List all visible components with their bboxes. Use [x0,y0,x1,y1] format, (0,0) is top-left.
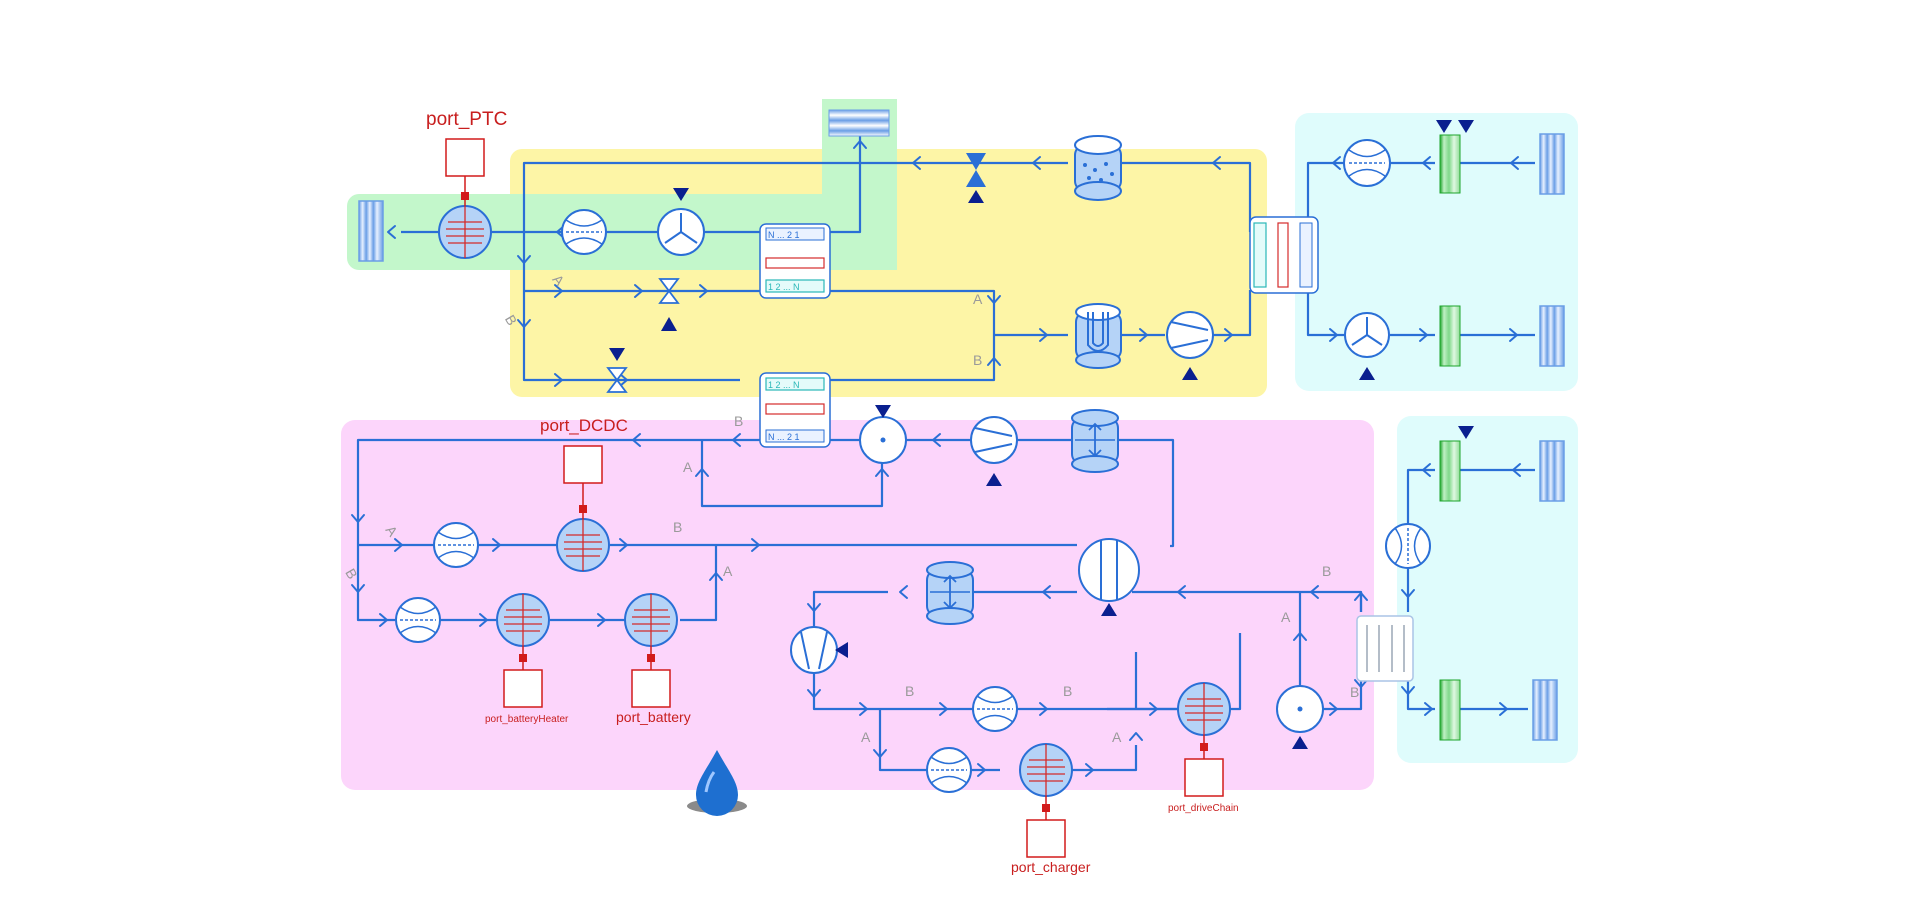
radiator-coolant[interactable] [1356,615,1414,682]
drive-flow-sensor-bottom [926,747,972,793]
battery-flow-sensor-bottom [395,597,441,643]
expansion-valve-mid[interactable] [658,278,680,331]
expansion-tank-top [1071,409,1119,473]
battery-heat-exchanger[interactable] [624,593,678,670]
cabin-fan[interactable] [657,188,705,256]
front-air-boundary-lower-top [1539,440,1565,502]
svg-text:N ... 2 1: N ... 2 1 [768,432,800,442]
drive-chain-heat-exchanger[interactable] [1177,682,1231,759]
dcdc-heat-exchanger[interactable] [556,483,610,572]
front-air-boundary-mid [1539,305,1565,367]
port-letter-b: B [1350,684,1359,700]
port-letter-b: B [673,519,682,535]
front-flow-sensor [1343,139,1391,187]
port-charger-box[interactable] [1026,819,1066,858]
ambient-air-region-top [1295,113,1578,391]
drive-flow-sensor-top [972,686,1018,732]
chiller-heat-exchanger[interactable]: 1 2 ... N N ... 2 1 [759,372,831,448]
front-fan[interactable] [1344,312,1390,380]
charger-heat-exchanger[interactable] [1019,743,1073,820]
refrigerant-pipes [401,125,1535,382]
front-radiator-lower-bottom [1439,679,1461,741]
port-ptc-label: port_PTC [426,109,507,130]
port-battery-heater-box[interactable] [503,669,543,708]
front-flow-sensor-bottom [1385,523,1431,569]
cabin-air-inlet [828,109,890,137]
cabin-air-boundary [358,200,384,262]
ambient-air-region-bottom [1397,416,1578,763]
coolant-heat-exchanger-radiator[interactable] [1078,538,1140,616]
battery-flow-sensor-top [433,522,479,568]
port-battery-heater-label: port_batteryHeater [485,714,569,725]
outer-heat-exchanger[interactable] [1249,216,1319,294]
air-boundary-icon [828,109,890,137]
coolant-region [341,420,1374,790]
port-letter-b: B [1322,563,1331,579]
cabin-heat-exchanger[interactable]: N ... 2 1 1 2 ... N [759,223,831,299]
expansion-valve-bottom[interactable] [606,348,628,393]
port-charger-label: port_charger [1011,859,1091,875]
svg-text:1 2 ... N: 1 2 ... N [768,380,800,390]
port-battery-label: port_battery [616,709,691,725]
port-letter-a: A [1112,729,1122,745]
front-air-boundary-lower-bottom [1532,679,1558,741]
port-letter-a: A [723,563,733,579]
port-battery-box[interactable] [631,669,671,708]
port-dcdc-box[interactable] [563,445,603,484]
battery-heater[interactable] [496,593,550,670]
coolant-pump-top[interactable] [970,416,1018,486]
expansion-tank-bottom [926,561,974,625]
compressor[interactable] [1166,311,1214,380]
port-letter-b: B [1063,683,1072,699]
cabin-flow-sensor [561,209,607,255]
svg-text:N ... 2 1: N ... 2 1 [768,230,800,240]
port-letter-a: A [861,729,871,745]
ptc-heater[interactable] [438,176,492,259]
front-radiator-lower-top [1439,426,1474,502]
coolant-pump-bottom[interactable] [790,626,848,674]
port-letter-b: B [973,352,982,368]
front-air-boundary-top [1539,133,1565,195]
front-radiator-top [1436,120,1474,194]
port-letter-a: A [683,459,693,475]
air-boundary-icon [358,200,384,262]
port-letter-b: B [734,413,743,429]
svg-text:1 2 ... N: 1 2 ... N [768,282,800,292]
front-radiator-mid [1439,305,1461,367]
port-ptc-box[interactable] [445,138,485,177]
receiver [1075,303,1122,369]
accumulator [1074,135,1122,201]
flow-arrows [351,140,1521,777]
port-dcdc-label: port_DCDC [540,416,628,435]
port-letter-b: B [905,683,914,699]
port-letter-a: A [1281,609,1291,625]
port-drive-chain-box[interactable] [1184,758,1224,797]
three-way-valve-top[interactable] [859,405,907,464]
expansion-valve-top[interactable] [966,153,986,203]
three-way-valve-bottom[interactable] [1276,685,1324,749]
port-letter-a: A [973,291,983,307]
port-drive-chain-label: port_driveChain [1168,803,1239,814]
coolant-drop-icon [687,750,747,816]
